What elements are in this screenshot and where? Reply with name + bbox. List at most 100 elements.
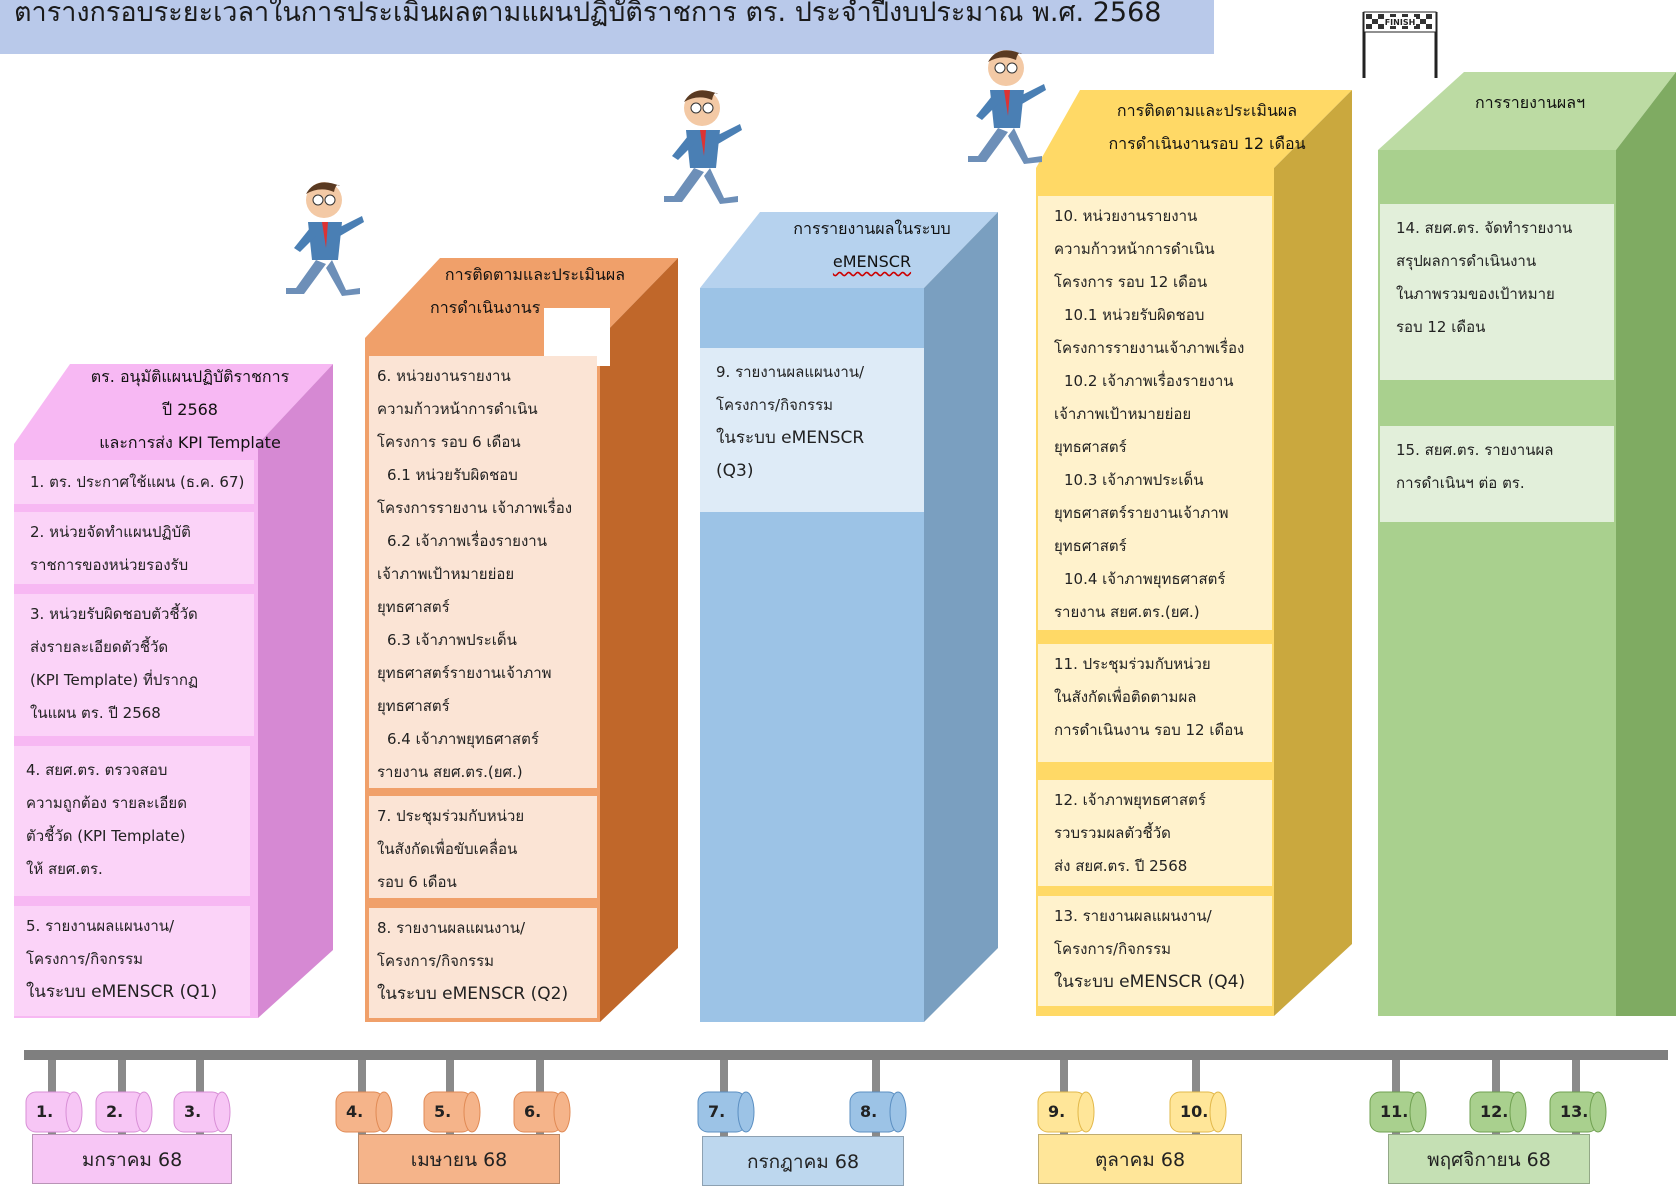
yellow-column-top (1036, 90, 1352, 168)
item-line: โครงการรายงาน เจ้าภาพเรื่อง (377, 499, 573, 517)
timeline-step-label: 8. (860, 1102, 878, 1121)
item-line: ความก้าวหน้าการดำเนิน (1054, 240, 1215, 258)
timeline-step-cylinder-cap (463, 1091, 481, 1133)
timeline-step-cylinder-cap (1077, 1091, 1095, 1133)
item-line: 10.3 เจ้าภาพประเด็น (1064, 471, 1204, 489)
item-line: ส่งรายละเอียดตัวชี้วัด (30, 638, 169, 656)
item-line: 10.4 เจ้าภาพยุทธศาสตร์ (1064, 570, 1226, 588)
orange-heading-line-2: การดำเนินงานร (430, 298, 541, 317)
item-line: ในระบบ eMENSCR (Q2) (377, 984, 569, 1004)
runner-figure-2-icon (664, 90, 742, 204)
item-line: ให้ สยศ.ตร. (26, 860, 103, 878)
yellow-item-12: 12. เจ้าภาพยุทธศาสตร์ รวบรวมผลตัวชี้วัด … (1038, 780, 1272, 886)
item-line: 3. หน่วยรับผิดชอบตัวชี้วัด (30, 605, 198, 623)
item-line: 7. ประชุมร่วมกับหน่วย (377, 807, 525, 825)
item-line: ความถูกต้อง รายละเอียด (26, 794, 187, 812)
item-line: โครงการ/กิจกรรม (377, 952, 495, 970)
blue-column-side (924, 212, 998, 1022)
timeline-step-label: 5. (434, 1102, 452, 1121)
pink-column-side (258, 364, 333, 1018)
green-item-15: 15. สยศ.ตร. รายงานผล การดำเนินฯ ต่อ ตร. (1380, 426, 1614, 522)
timeline-step-cylinder-cap (1509, 1091, 1527, 1133)
blue-item-9: 9. รายงานผลแผนงาน/ โครงการ/กิจกรรม ในระบ… (700, 348, 924, 512)
timeline-step-label: 4. (346, 1102, 364, 1121)
yellow-column-side (1274, 90, 1352, 1016)
item-line: 9. รายงานผลแผนงาน/ (716, 363, 865, 381)
timeline-step-cylinder-cap (737, 1091, 755, 1133)
item-line: ยุทธศาสตร์รายงานเจ้าภาพ (377, 664, 552, 682)
timeline-step-cylinder-cap (375, 1091, 393, 1133)
month-box-apr: เมษายน 68 (358, 1134, 560, 1184)
timeline-step-label: 10. (1180, 1102, 1209, 1121)
timeline-step-label: 7. (708, 1102, 726, 1121)
finish-flag-icon: FINISH (1362, 11, 1438, 78)
blue-heading-line-1: การรายงานผลในระบบ (793, 219, 951, 238)
item-line: 14. สยศ.ตร. จัดทำรายงาน (1396, 219, 1573, 237)
pink-heading-line-2: ปี 2568 (162, 400, 218, 419)
orange-column-side (600, 258, 678, 1022)
item-line: ยุทธศาสตร์ (377, 697, 450, 715)
item-line: 8. รายงานผลแผนงาน/ (377, 919, 526, 937)
yellow-item-13: 13. รายงานผลแผนงาน/ โครงการ/กิจกรรม ในระ… (1038, 896, 1272, 1006)
item-line: 6.1 หน่วยรับผิดชอบ (387, 466, 518, 484)
item-line: 10. หน่วยงานรายงาน (1054, 207, 1198, 225)
page-title: ตารางกรอบระยะเวลาในการประเมินผลตามแผนปฏิ… (14, 0, 1162, 28)
timeline-step-cylinder-cap (889, 1091, 907, 1133)
pink-column-heading: ตร. อนุมัติแผนปฏิบัติราชการ ปี 2568 และก… (70, 360, 310, 459)
item-line: 10.2 เจ้าภาพเรื่องรายงาน (1064, 372, 1234, 390)
item-line: ในสังกัดเพื่อขับเคลื่อน (377, 840, 518, 858)
timeline-step-cylinder-cap (65, 1091, 83, 1133)
item-line: ยุทธศาสตร์ (1054, 537, 1127, 555)
yellow-item-11: 11. ประชุมร่วมกับหน่วย ในสังกัดเพื่อติดต… (1038, 644, 1272, 762)
timeline-step-label: 1. (36, 1102, 54, 1121)
green-column-top (1378, 72, 1676, 150)
item-line: โครงการ/กิจกรรม (1054, 940, 1172, 958)
item-line: ยุทธศาสตร์รายงานเจ้าภาพ (1054, 504, 1229, 522)
timeline-step-label: 12. (1480, 1102, 1509, 1121)
item-line: (KPI Template) ที่ปรากฏ (30, 671, 199, 689)
item-line: ยุทธศาสตร์ (377, 598, 450, 616)
timeline (24, 1050, 1668, 1144)
pink-column-top (14, 364, 333, 444)
green-column-heading: การรายงานผลฯ (1440, 86, 1620, 119)
orange-item-8: 8. รายงานผลแผนงาน/ โครงการ/กิจกรรม ในระบ… (369, 908, 597, 1018)
pink-heading-line-3: และการส่ง KPI Template (99, 433, 281, 452)
item-line: (Q3) (716, 461, 754, 481)
item-line: ความก้าวหน้าการดำเนิน (377, 400, 538, 418)
orange-item-6: 6. หน่วยงานรายงาน ความก้าวหน้าการดำเนิน … (369, 356, 597, 788)
pink-item-3: 3. หน่วยรับผิดชอบตัวชี้วัด ส่งรายละเอียด… (14, 594, 254, 736)
item-line: ในระบบ eMENSCR (716, 428, 865, 448)
pink-item-4: 4. สยศ.ตร. ตรวจสอบ ความถูกต้อง รายละเอีย… (14, 746, 250, 896)
item-line: โครงการ/กิจกรรม (716, 396, 834, 414)
item-line: รายงาน สยศ.ตร.(ยศ.) (1054, 603, 1200, 621)
timeline-step-cylinder-cap (1209, 1091, 1227, 1133)
blue-column-heading: การรายงานผลในระบบ eMENSCR (752, 212, 992, 278)
yellow-column-heading: การติดตามและประเมินผล การดำเนินงานรอบ 12… (1072, 94, 1342, 160)
item-line: รอบ 6 เดือน (377, 873, 457, 891)
pink-item-2: 2. หน่วยจัดทำแผนปฏิบัติ ราชการของหน่วยรอ… (14, 512, 254, 584)
item-line: 6.4 เจ้าภาพยุทธศาสตร์ (387, 730, 539, 748)
timeline-step-label: 3. (184, 1102, 202, 1121)
item-line: สรุปผลการดำเนินงาน (1396, 252, 1537, 270)
item-line: การดำเนินฯ ต่อ ตร. (1396, 474, 1525, 492)
item-line: ตัวชี้วัด (KPI Template) (26, 827, 186, 845)
yellow-item-10: 10. หน่วยงานรายงาน ความก้าวหน้าการดำเนิน… (1038, 196, 1272, 630)
timeline-step-label: 13. (1560, 1102, 1589, 1121)
orange-heading-line-1: การติดตามและประเมินผล (444, 265, 626, 284)
timeline-step-cylinder-cap (1409, 1091, 1427, 1133)
item-line: ในแผน ตร. ปี 2568 (30, 704, 161, 722)
item-line: การดำเนินงาน รอบ 12 เดือน (1054, 721, 1244, 739)
timeline-step-cylinder-cap (213, 1091, 231, 1133)
timeline-bar (24, 1050, 1668, 1060)
blue-heading-line-2: eMENSCR (832, 252, 912, 271)
item-line: ในระบบ eMENSCR (Q1) (26, 982, 218, 1002)
item-line: รายงาน สยศ.ตร.(ยศ.) (377, 763, 523, 781)
pink-item-1: 1. ตร. ประกาศใช้แผน (ธ.ค. 67) (14, 460, 254, 504)
month-box-jul: กรกฎาคม 68 (702, 1136, 904, 1186)
item-line: 1. ตร. ประกาศใช้แผน (ธ.ค. 67) (30, 473, 245, 491)
pink-heading-line-1: ตร. อนุมัติแผนปฏิบัติราชการ (90, 367, 290, 386)
orange-item-7: 7. ประชุมร่วมกับหน่วย ในสังกัดเพื่อขับเค… (369, 796, 597, 898)
yellow-heading-line-1: การติดตามและประเมินผล (1116, 101, 1298, 120)
timeline-step-label: 9. (1048, 1102, 1066, 1121)
pink-item-5: 5. รายงานผลแผนงาน/ โครงการ/กิจกรรม ในระบ… (14, 906, 250, 1016)
